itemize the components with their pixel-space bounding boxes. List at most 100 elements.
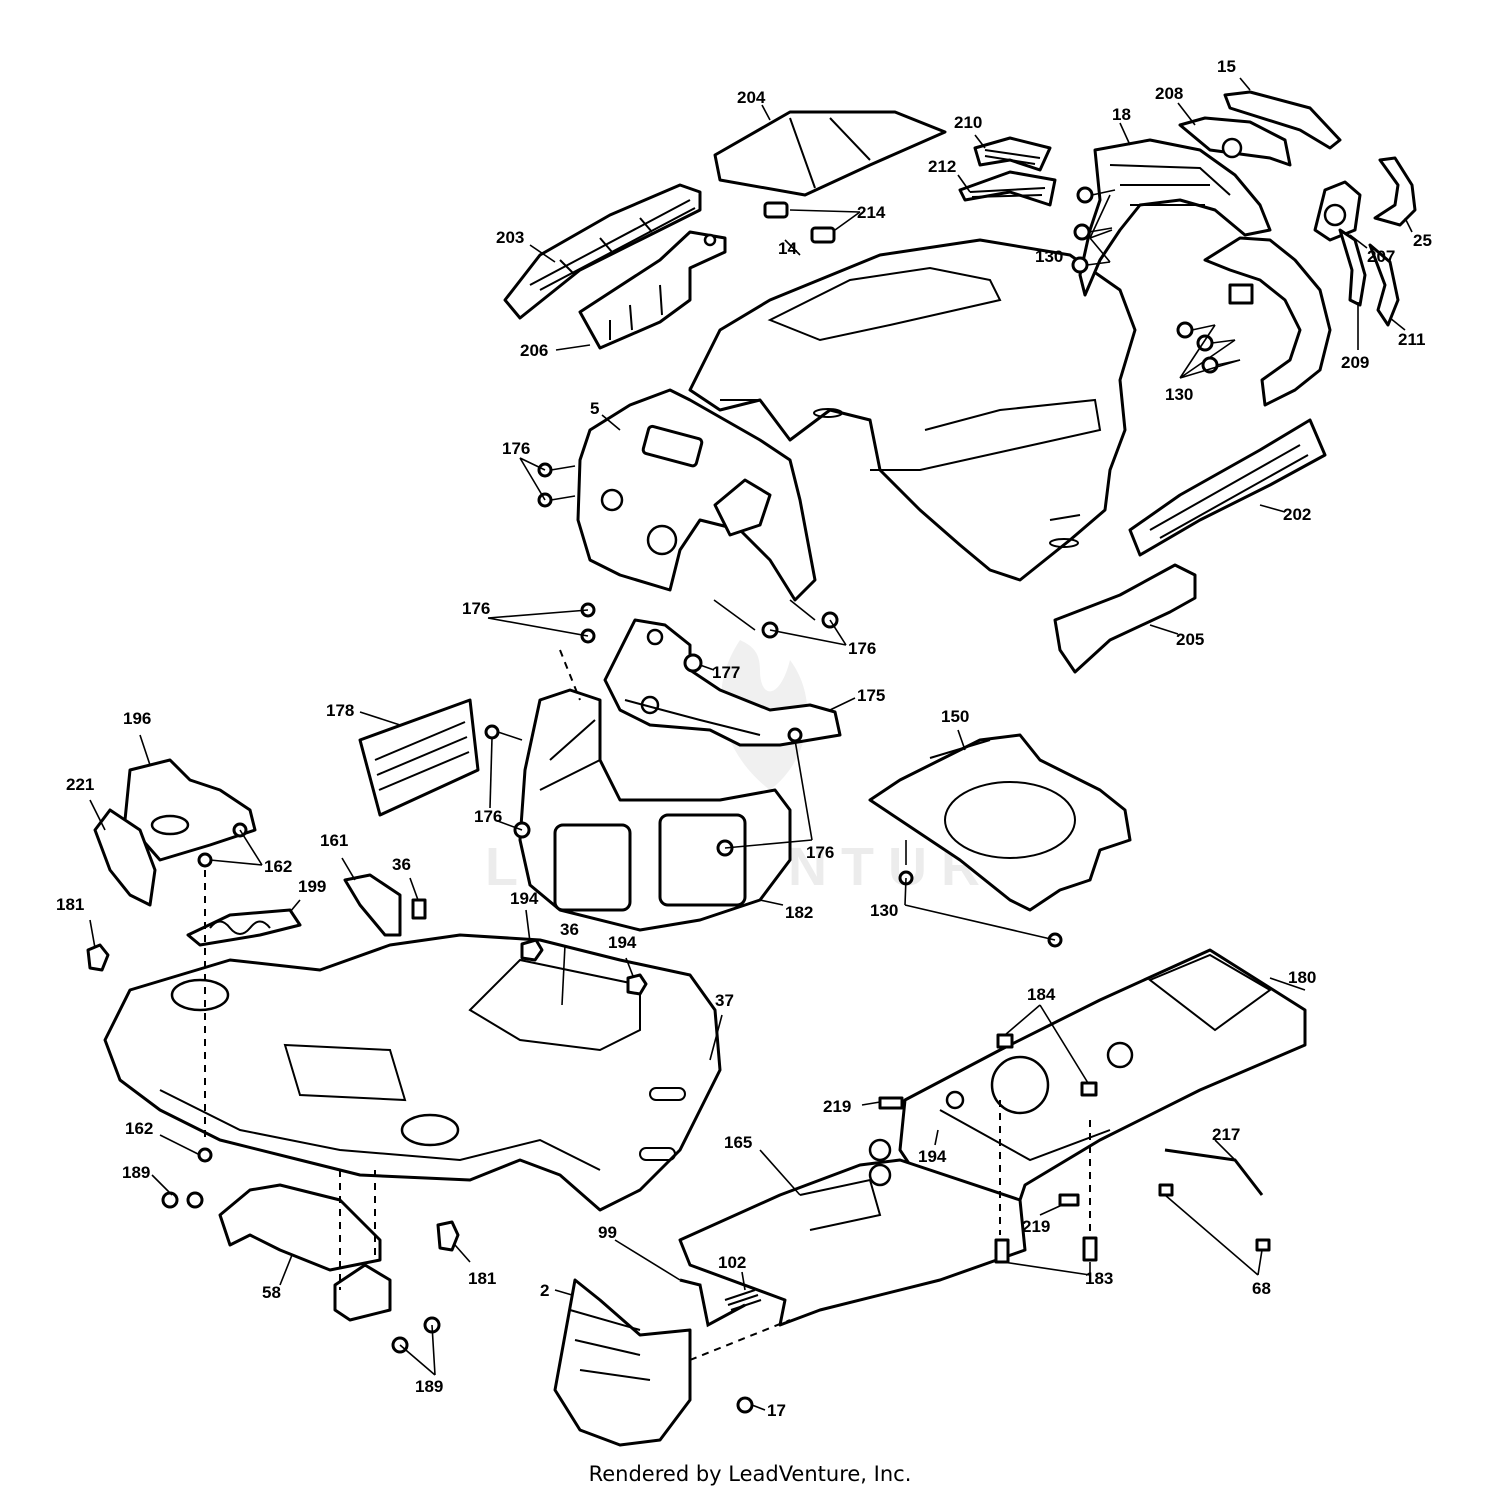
part-25-cover [1373, 156, 1417, 227]
callout-176-d: 176 [474, 807, 502, 826]
part-15-trim [1223, 90, 1342, 150]
part-217-rod [1164, 1148, 1264, 1196]
part-221-cover [93, 808, 157, 907]
part-5-dash [576, 388, 817, 602]
part-212-grille [958, 170, 1057, 207]
callout-15: 15 [1217, 57, 1236, 76]
part-161-bracket [343, 873, 402, 937]
part-front-shell [1203, 236, 1332, 407]
part-214-clips [763, 201, 836, 244]
callout-210: 210 [954, 113, 982, 132]
callout-211: 211 [1398, 330, 1425, 349]
part-199-plate [186, 908, 302, 947]
callout-175: 175 [857, 686, 885, 705]
callout-221: 221 [66, 775, 94, 794]
callout-208: 208 [1155, 84, 1183, 103]
assembly-lines [204, 649, 1091, 1361]
callout-209: 209 [1341, 353, 1369, 372]
callout-176-a: 176 [502, 439, 530, 458]
callout-130-c: 130 [870, 901, 898, 920]
part-58-bracket [218, 1183, 392, 1322]
part-150-guard [868, 733, 1132, 912]
leader-lines [89, 77, 1413, 1411]
callout-36-b: 36 [560, 920, 579, 939]
callout-130-a: 130 [1035, 247, 1063, 266]
callout-180: 180 [1288, 968, 1316, 987]
callout-17: 17 [767, 1401, 786, 1420]
callout-36-a: 36 [392, 855, 411, 874]
part-202-grille [1128, 418, 1327, 557]
callout-204: 204 [737, 88, 766, 107]
callout-150: 150 [941, 707, 969, 726]
callout-102: 102 [718, 1253, 746, 1272]
part-181-nut [86, 943, 460, 1252]
part-210-grille [973, 136, 1052, 172]
part-207-headlight [1313, 180, 1362, 242]
callout-labels: 15 204 208 210 18 212 214 203 14 130 207… [56, 57, 1432, 1420]
callout-207: 207 [1367, 247, 1395, 266]
footer-credit: Rendered by LeadVenture, Inc. [588, 1462, 912, 1486]
part-182-panel [518, 688, 792, 932]
callout-37: 37 [715, 991, 734, 1010]
part-209-grille [1338, 228, 1367, 307]
part-37-fender [103, 933, 722, 1212]
part-203-grille [503, 183, 702, 320]
part-180-frame [898, 948, 1307, 1202]
callout-205: 205 [1176, 630, 1204, 649]
callout-176-c: 176 [848, 639, 876, 658]
callout-68: 68 [1252, 1279, 1271, 1298]
callout-194-b: 194 [608, 933, 637, 952]
part-205-panel [1053, 563, 1197, 674]
part-17-bolt [736, 1396, 754, 1414]
callout-177: 177 [712, 663, 740, 682]
callout-181-a: 181 [56, 895, 84, 914]
part-183-bolts [994, 1236, 1098, 1264]
callout-217: 217 [1212, 1125, 1240, 1144]
callout-189-b: 189 [415, 1377, 443, 1396]
part-178-grille-plate [358, 698, 480, 817]
callout-199: 199 [298, 877, 326, 896]
part-175-bracket [603, 618, 842, 747]
callout-161: 161 [320, 831, 348, 850]
part-177-bushing [683, 653, 703, 673]
callout-202: 202 [1283, 505, 1311, 524]
callout-219-b: 219 [1022, 1217, 1050, 1236]
callout-196: 196 [123, 709, 151, 728]
callout-5: 5 [590, 399, 599, 418]
part-208-ornament [1178, 116, 1292, 167]
callout-58: 58 [262, 1283, 281, 1302]
callout-176-e: 176 [806, 843, 834, 862]
callout-183: 183 [1085, 1269, 1113, 1288]
callout-130-b: 130 [1165, 385, 1193, 404]
callout-189-a: 189 [122, 1163, 150, 1182]
callout-176-b: 176 [462, 599, 490, 618]
callout-18: 18 [1112, 105, 1131, 124]
callout-14: 14 [778, 239, 797, 258]
part-204-hood-top [713, 110, 947, 197]
part-2-bracket [553, 1278, 692, 1447]
callout-181-b: 181 [468, 1269, 496, 1288]
callout-99: 99 [598, 1223, 617, 1242]
callout-182: 182 [785, 903, 813, 922]
callout-184: 184 [1027, 985, 1056, 1004]
part-165-rail [678, 1138, 1027, 1327]
part-211-grille [1368, 243, 1400, 327]
callout-219-a: 219 [823, 1097, 851, 1116]
callout-212: 212 [928, 157, 956, 176]
callout-162-b: 162 [125, 1119, 153, 1138]
part-99-rod [679, 1278, 746, 1328]
callout-203: 203 [496, 228, 524, 247]
part-68-nuts [1158, 1183, 1271, 1252]
part-162-screws [197, 822, 248, 1163]
callout-194-a: 194 [510, 889, 539, 908]
callout-2: 2 [540, 1281, 549, 1300]
callout-206: 206 [520, 341, 548, 360]
callout-165: 165 [724, 1133, 752, 1152]
callout-214: 214 [857, 203, 886, 222]
callout-194-c: 194 [918, 1147, 947, 1166]
part-14-hood [688, 238, 1137, 582]
callout-178: 178 [326, 701, 354, 720]
part-102-spring [724, 1289, 762, 1311]
part-219-bolts [878, 1096, 1080, 1207]
